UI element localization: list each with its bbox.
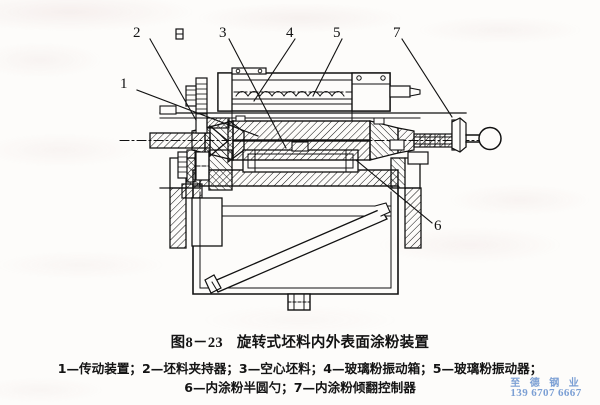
callout-number-6: 6	[434, 218, 442, 234]
lower-tank-assembly	[192, 185, 399, 311]
callout-number-5: 5	[333, 25, 341, 41]
tilt-control-lever	[389, 117, 502, 165]
callout-leader-lines	[136, 38, 453, 224]
figure-legend-line-2: 6—内涂粉半圆勺；7—内涂粉倾翻控制器	[184, 380, 416, 395]
powder-vibration-box	[217, 67, 421, 112]
drive-gear-assembly	[177, 77, 245, 247]
figure-title-number: 8－23	[185, 335, 223, 351]
fastener-details	[175, 28, 385, 125]
figure-title: 图8－23 旋转式坯料内外表面涂粉装置	[0, 331, 600, 352]
callout-number-7: 7	[393, 25, 401, 41]
figure-title-prefix: 图	[170, 335, 186, 351]
callout-number-4: 4	[286, 25, 294, 41]
watermark-company: 至 德 钢 业	[510, 378, 582, 389]
callout-number-2: 2	[133, 25, 141, 41]
figure-legend-line-1: 1—传动装置；2—坯料夹持器；3—空心坯料；4—玻璃粉振动箱；5—玻璃粉振动器；	[57, 361, 543, 376]
callout-number-1: 1	[120, 76, 128, 92]
watermark-phone: 139 6707 6667	[510, 387, 582, 399]
figure-title-text: 旋转式坯料内外表面涂粉装置	[236, 335, 430, 351]
callout-numbers: 2 1 3 4 5 7 6	[120, 25, 442, 234]
callout-number-3: 3	[219, 25, 227, 41]
